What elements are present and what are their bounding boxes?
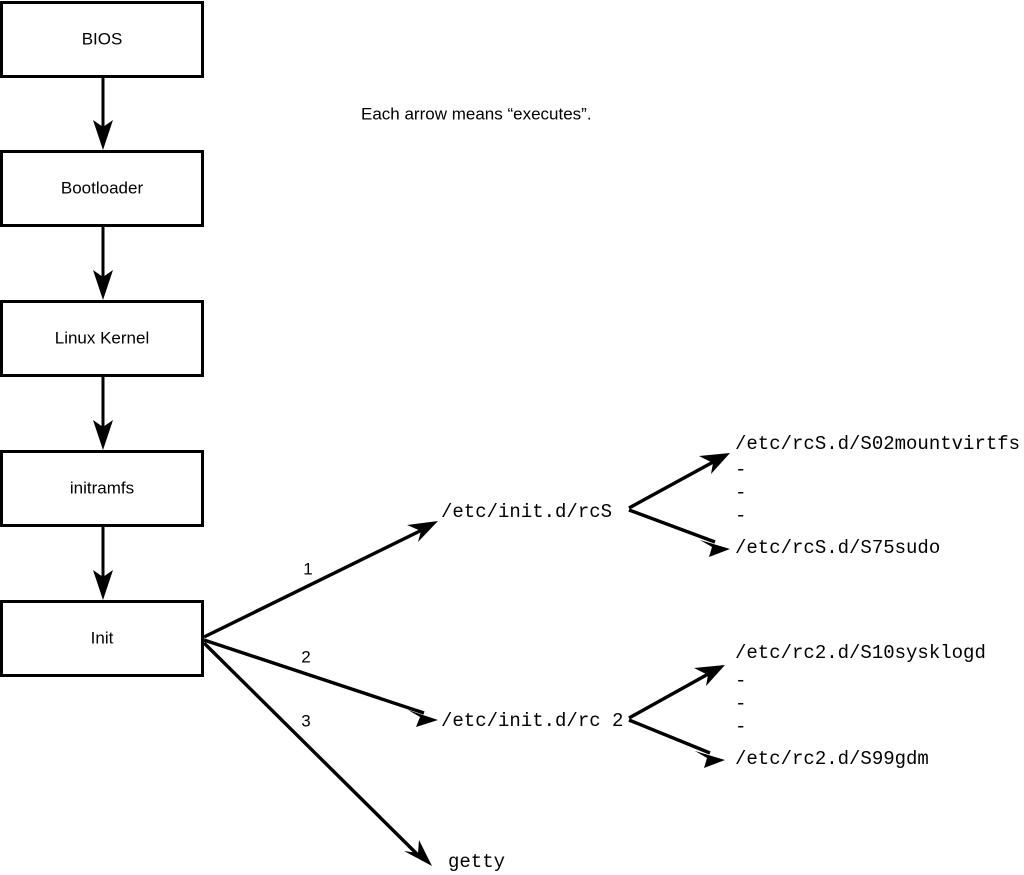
init-box[interactable] bbox=[0, 600, 204, 677]
rc2-first-script-label[interactable]: /etc/rc2.d/S10sysklogd bbox=[735, 642, 986, 664]
arrowhead-icon bbox=[93, 120, 113, 150]
arrowhead-icon bbox=[407, 521, 438, 542]
bootloader-label: Bootloader bbox=[61, 178, 144, 197]
rcs-fanout-down-arrow bbox=[628, 508, 730, 557]
node-bootloader[interactable]: Bootloader bbox=[0, 150, 204, 227]
branch-1-arrow bbox=[203, 521, 438, 639]
arrow-bios-to-bootloader bbox=[93, 77, 113, 150]
arrowhead-icon bbox=[699, 453, 730, 474]
getty-label[interactable]: getty bbox=[448, 851, 505, 873]
arrowhead-icon bbox=[404, 840, 432, 866]
branch-3-arrow bbox=[202, 641, 432, 866]
legend-note: Each arrow means “executes”. bbox=[361, 104, 592, 123]
rcs-ellipsis-dash-3: - bbox=[735, 505, 746, 527]
bios-label: BIOS bbox=[82, 29, 123, 48]
branch-1-number: 1 bbox=[303, 559, 312, 578]
linux-kernel-box[interactable] bbox=[0, 300, 204, 377]
rcs-ellipsis-dash-1: - bbox=[735, 459, 746, 481]
bootloader-box[interactable] bbox=[0, 150, 204, 227]
init-label: Init bbox=[91, 628, 114, 647]
node-init[interactable]: Init bbox=[0, 600, 204, 677]
branch-3-number: 3 bbox=[301, 711, 310, 730]
node-linux-kernel[interactable]: Linux Kernel bbox=[0, 300, 204, 377]
arrowhead-icon bbox=[93, 570, 113, 600]
initramfs-label: initramfs bbox=[70, 478, 134, 497]
arrowhead-icon bbox=[408, 710, 438, 727]
arrow-bootloader-to-kernel bbox=[93, 226, 113, 300]
initramfs-box[interactable] bbox=[0, 450, 204, 527]
rc2-fanout-up-arrow bbox=[628, 665, 725, 720]
arrow-initramfs-to-init bbox=[93, 526, 113, 600]
rc2-ellipsis-dash-1: - bbox=[735, 670, 746, 692]
rcs-last-script-label[interactable]: /etc/rcS.d/S75sudo bbox=[735, 537, 940, 559]
rc2-parent-label[interactable]: /etc/init.d/rc 2 bbox=[441, 710, 623, 732]
rcs-ellipsis-dash-2: - bbox=[735, 482, 746, 504]
linux-kernel-label: Linux Kernel bbox=[55, 328, 150, 347]
rc2-fanout-down-arrow bbox=[628, 718, 725, 768]
branch-2-number: 2 bbox=[301, 647, 310, 666]
rcs-fanout-up-arrow bbox=[628, 453, 730, 510]
rc2-ellipsis-dash-2: - bbox=[735, 693, 746, 715]
arrowhead-icon bbox=[700, 540, 730, 557]
arrowhead-icon bbox=[695, 751, 725, 768]
arrowhead-icon bbox=[93, 270, 113, 300]
node-initramfs[interactable]: initramfs bbox=[0, 450, 204, 527]
branch-2-arrow bbox=[203, 638, 438, 727]
arrow-kernel-to-initramfs bbox=[93, 376, 113, 450]
rcs-parent-label[interactable]: /etc/init.d/rcS bbox=[441, 501, 612, 523]
rcs-first-script-label[interactable]: /etc/rcS.d/S02mountvirtfs bbox=[735, 433, 1020, 455]
node-bios[interactable]: BIOS bbox=[0, 1, 204, 78]
bios-box[interactable] bbox=[0, 1, 204, 78]
rc2-ellipsis-dash-3: - bbox=[735, 716, 746, 738]
rc2-last-script-label[interactable]: /etc/rc2.d/S99gdm bbox=[735, 748, 929, 770]
arrowhead-icon bbox=[694, 665, 725, 686]
arrowhead-icon bbox=[93, 420, 113, 450]
